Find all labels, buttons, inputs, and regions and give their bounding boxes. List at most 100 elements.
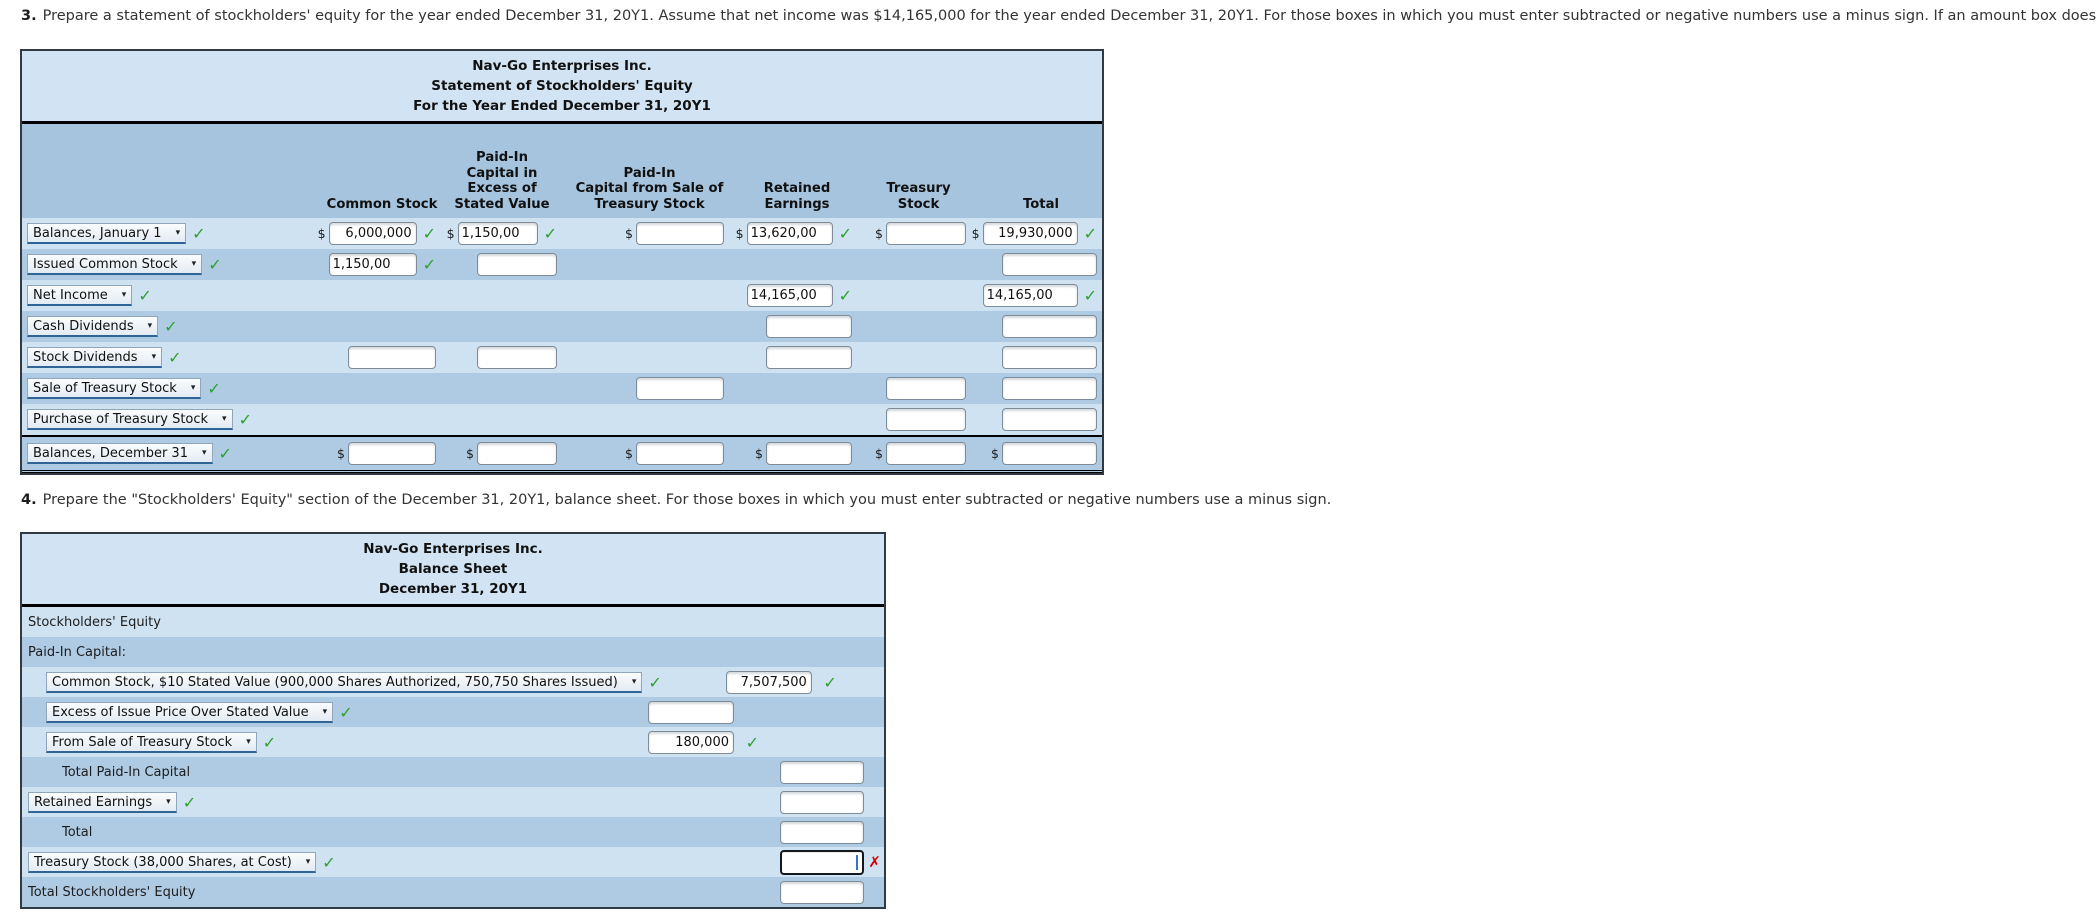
table-row: Treasury Stock (38,000 Shares, at Cost)▾… bbox=[22, 847, 884, 877]
amount-input[interactable] bbox=[886, 222, 966, 245]
row-label-dropdown[interactable]: Balances, January 1▾ bbox=[27, 223, 187, 244]
chevron-down-icon: ▾ bbox=[166, 796, 171, 807]
amount-input[interactable] bbox=[780, 790, 864, 814]
row-label-dropdown[interactable]: Cash Dividends▾ bbox=[27, 316, 159, 337]
row-label: Stockholders' Equity bbox=[28, 614, 161, 630]
amount-input[interactable] bbox=[766, 346, 852, 369]
amount-input[interactable] bbox=[780, 880, 864, 904]
row-label-dropdown[interactable]: Excess of Issue Price Over Stated Value▾ bbox=[46, 701, 334, 723]
dropdown-selected-value: From Sale of Treasury Stock bbox=[52, 734, 233, 750]
dropdown-selected-value: Net Income bbox=[33, 288, 108, 303]
dollar-sign: $ bbox=[625, 446, 633, 461]
amount-input[interactable] bbox=[780, 820, 864, 844]
company-name: Nav-Go Enterprises Inc. bbox=[363, 541, 543, 557]
text-cursor bbox=[856, 854, 858, 870]
row-label: Total Paid-In Capital bbox=[62, 764, 191, 780]
check-icon: ✓ bbox=[838, 224, 852, 243]
row-label-dropdown[interactable]: Issued Common Stock▾ bbox=[27, 254, 203, 275]
check-icon: ✓ bbox=[543, 224, 557, 243]
amount-input[interactable] bbox=[766, 315, 852, 338]
amount-input[interactable] bbox=[636, 377, 724, 400]
amount-input[interactable]: 180,000 bbox=[648, 730, 734, 754]
statement-title: Balance Sheet bbox=[398, 561, 508, 577]
amount-input[interactable] bbox=[348, 442, 436, 465]
amount-input[interactable] bbox=[780, 849, 864, 875]
check-icon: ✓ bbox=[322, 852, 336, 872]
chevron-down-icon: ▾ bbox=[201, 448, 207, 458]
amount-input[interactable] bbox=[766, 442, 852, 465]
check-icon: ✓ bbox=[192, 224, 206, 243]
amount-input[interactable]: 14,165,00 bbox=[746, 284, 833, 307]
row-label-dropdown[interactable]: Net Income▾ bbox=[27, 285, 133, 306]
check-icon: ✓ bbox=[339, 702, 353, 722]
amount-input[interactable] bbox=[1002, 377, 1097, 400]
row-label-dropdown[interactable]: Purchase of Treasury Stock▾ bbox=[27, 409, 233, 430]
dollar-sign: $ bbox=[337, 446, 345, 461]
table-row: Total bbox=[22, 817, 884, 847]
amount-input[interactable]: 6,000,000 bbox=[328, 222, 417, 245]
dropdown-selected-value: Retained Earnings bbox=[34, 794, 153, 810]
table-row: Sale of Treasury Stock▾ ✓ bbox=[22, 373, 1102, 404]
amount-input[interactable]: 19,930,000 bbox=[982, 222, 1078, 245]
chevron-down-icon: ▾ bbox=[631, 676, 637, 687]
amount-input[interactable] bbox=[636, 442, 724, 465]
balance-sheet-header: Nav-Go Enterprises Inc. Balance Sheet De… bbox=[22, 534, 884, 607]
amount-input[interactable] bbox=[648, 700, 734, 724]
amount-input[interactable] bbox=[780, 760, 864, 784]
check-icon: ✓ bbox=[838, 286, 852, 305]
table-row: Excess of Issue Price Over Stated Value▾… bbox=[22, 697, 884, 727]
amount-input[interactable] bbox=[348, 346, 436, 369]
amount-input[interactable] bbox=[886, 377, 966, 400]
dropdown-selected-value: Balances, December 31 bbox=[33, 446, 188, 461]
dollar-sign: $ bbox=[755, 446, 763, 461]
amount-input[interactable] bbox=[636, 222, 724, 245]
row-label-dropdown[interactable]: Sale of Treasury Stock▾ bbox=[27, 378, 202, 399]
question-4-number: 4. bbox=[21, 492, 37, 508]
row-label: Total Stockholders' Equity bbox=[28, 884, 196, 900]
row-label-dropdown[interactable]: Balances, December 31 ▾ bbox=[27, 443, 213, 464]
table-row: Common Stock, $10 Stated Value (900,000 … bbox=[22, 667, 884, 697]
amount-input[interactable] bbox=[886, 442, 966, 465]
check-icon: ✓ bbox=[168, 348, 182, 367]
row-label-dropdown[interactable]: Common Stock, $10 Stated Value (900,000 … bbox=[46, 671, 643, 693]
amount-input[interactable] bbox=[1002, 408, 1097, 431]
amount-input[interactable]: 7,507,500 bbox=[725, 670, 812, 694]
amount-input[interactable] bbox=[1002, 315, 1097, 338]
dollar-sign: $ bbox=[466, 446, 474, 461]
dollar-sign: $ bbox=[875, 446, 883, 461]
amount-input[interactable] bbox=[477, 253, 557, 276]
dollar-sign: $ bbox=[446, 226, 455, 241]
amount-input[interactable]: 1,150,00 bbox=[457, 222, 538, 245]
row-label: Paid-In Capital: bbox=[28, 644, 126, 660]
amount-input[interactable] bbox=[477, 346, 557, 369]
table-row: Stockholders' Equity bbox=[22, 607, 884, 637]
amount-input[interactable] bbox=[1002, 253, 1097, 276]
row-label-dropdown[interactable]: Stock Dividends▾ bbox=[27, 347, 163, 368]
chevron-down-icon: ▾ bbox=[147, 321, 153, 331]
row-label: Total bbox=[62, 824, 93, 840]
row-label-dropdown[interactable]: From Sale of Treasury Stock ▾ bbox=[46, 731, 257, 753]
chevron-down-icon: ▾ bbox=[190, 383, 196, 393]
dropdown-selected-value: Stock Dividends bbox=[33, 350, 138, 365]
chevron-down-icon: ▾ bbox=[246, 736, 251, 747]
row-label-dropdown[interactable]: Treasury Stock (38,000 Shares, at Cost)▾ bbox=[28, 851, 317, 873]
amount-input[interactable]: 14,165,00 bbox=[982, 284, 1078, 307]
question-3: 3.Prepare a statement of stockholders' e… bbox=[21, 8, 2096, 24]
amount-input[interactable] bbox=[1002, 346, 1097, 369]
dropdown-selected-value: Issued Common Stock bbox=[33, 257, 178, 272]
amount-input[interactable]: 13,620,00 bbox=[746, 222, 833, 245]
amount-input[interactable]: 1,150,00 bbox=[328, 253, 417, 276]
statement-header: Nav-Go Enterprises Inc. Statement of Sto… bbox=[22, 51, 1102, 124]
dollar-sign: $ bbox=[735, 226, 744, 241]
check-icon: ✓ bbox=[164, 317, 178, 336]
statement-date: December 31, 20Y1 bbox=[378, 581, 528, 597]
amount-input[interactable] bbox=[1002, 442, 1097, 465]
row-label-dropdown[interactable]: Retained Earnings ▾ bbox=[28, 791, 177, 813]
check-icon: ✓ bbox=[207, 379, 221, 398]
amount-input[interactable] bbox=[477, 442, 557, 465]
amount-input[interactable] bbox=[886, 408, 966, 431]
